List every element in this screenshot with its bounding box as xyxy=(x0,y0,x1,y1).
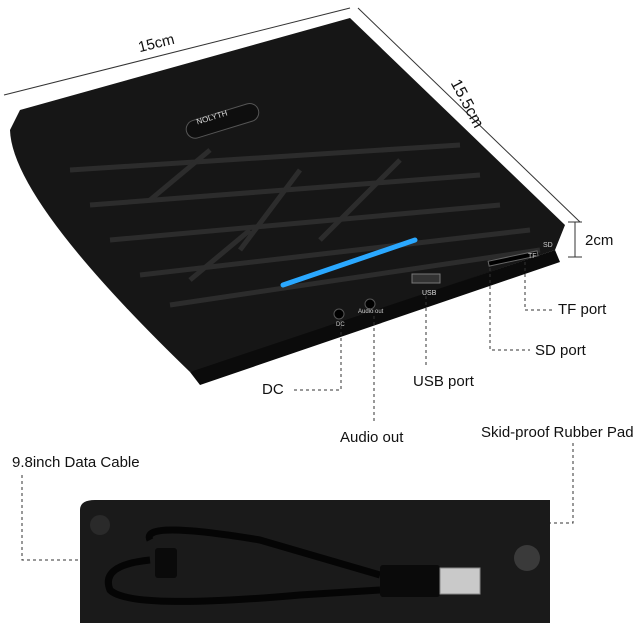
sd-slot xyxy=(487,250,539,267)
usb-port-slot xyxy=(411,273,441,284)
led-strip xyxy=(280,237,418,288)
callout-dc: DC xyxy=(262,381,284,398)
rubber-pad-right xyxy=(514,545,540,571)
tf-marking: TF xyxy=(528,253,537,260)
usb-a-connector xyxy=(439,567,481,595)
brand-badge xyxy=(185,103,260,139)
audio-jack xyxy=(364,298,376,310)
usb-c-plug xyxy=(155,548,177,578)
usb-marking: USB xyxy=(422,290,437,297)
sd-marking: SD xyxy=(543,242,553,249)
rubber-pad-left xyxy=(90,515,110,535)
dimension-lines xyxy=(3,7,582,258)
callout-data-cable: 9.8inch Data Cable xyxy=(12,454,140,471)
callout-lines xyxy=(21,262,574,561)
callout-tf-port: TF port xyxy=(558,301,607,318)
callout-sd-port: SD port xyxy=(535,342,586,359)
data-cable xyxy=(105,556,381,605)
drive-bottom xyxy=(80,500,550,623)
usb-a-plug xyxy=(380,565,440,597)
drive-front-edge xyxy=(190,250,560,385)
callout-rubber-pad: Skid-proof Rubber Pad xyxy=(481,424,634,441)
dc-marking: DC xyxy=(336,322,345,328)
callout-audio-out: Audio out xyxy=(340,429,404,446)
drive-top xyxy=(10,18,565,372)
callout-usb-port: USB port xyxy=(413,373,474,390)
dc-jack xyxy=(333,308,345,320)
height-label: 2cm xyxy=(585,232,614,249)
top-pattern xyxy=(69,142,541,308)
audio-marking: Audio out xyxy=(358,309,384,315)
